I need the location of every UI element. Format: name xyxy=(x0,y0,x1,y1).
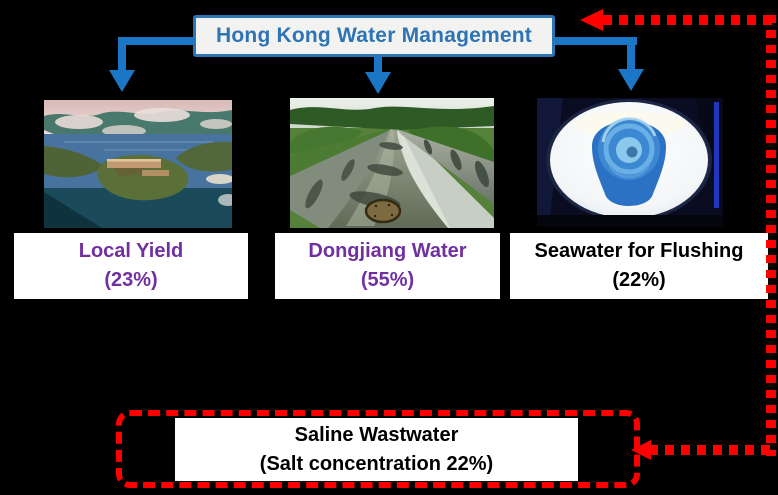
source-share: (23%) xyxy=(104,269,158,291)
red-left-arrow-icon-title xyxy=(580,9,603,31)
wastewater-title: Saline Wastwater xyxy=(294,423,459,446)
wastewater-subtitle: (Salt concentration 22%) xyxy=(259,452,494,475)
reservoir-aerial-photo xyxy=(44,100,232,228)
feedback-line-bottom xyxy=(649,445,773,455)
label-box-seawater-flushing: Seawater for Flushing (22%) xyxy=(510,233,768,299)
pipelines-illustration xyxy=(290,98,494,228)
reservoir-aerial-illustration xyxy=(44,100,232,228)
diagram-title: Hong Kong Water Management xyxy=(216,24,532,47)
source-name: Local Yield xyxy=(78,240,184,262)
label-box-local-yield: Local Yield (23%) xyxy=(14,233,248,299)
connector-right-horizontal xyxy=(553,37,637,45)
connector-left-horizontal xyxy=(118,37,196,45)
wastewater-box: Saline Wastwater (Salt concentration 22%… xyxy=(175,418,578,481)
toilet-flush-illustration xyxy=(537,98,723,227)
down-arrow-icon-left xyxy=(109,70,135,92)
source-name: Dongjiang Water xyxy=(308,240,467,262)
down-arrow-icon-right xyxy=(618,69,644,91)
title-box: Hong Kong Water Management xyxy=(193,15,555,57)
dongjiang-pipelines-photo xyxy=(290,98,494,228)
feedback-line-right xyxy=(766,15,776,456)
feedback-line-top xyxy=(603,15,773,25)
label-box-dongjiang-water: Dongjiang Water (55%) xyxy=(275,233,500,299)
source-name: Seawater for Flushing xyxy=(534,240,744,262)
source-share: (55%) xyxy=(360,269,415,291)
seawater-toilet-flush-photo xyxy=(537,98,723,227)
connector-right-vertical xyxy=(627,37,635,71)
connector-middle-vertical xyxy=(374,55,382,74)
source-share: (22%) xyxy=(612,269,666,291)
red-left-arrow-icon-wastewater xyxy=(631,440,651,460)
down-arrow-icon-middle xyxy=(365,72,391,94)
connector-left-vertical xyxy=(118,37,126,72)
